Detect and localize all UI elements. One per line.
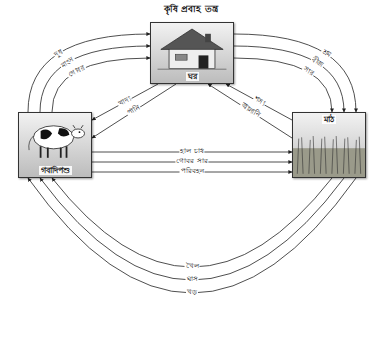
flow-label: পরিবহন [180,168,205,176]
node-label: ঘর [186,72,199,81]
flow-label: খৈল [185,263,200,271]
flow-label: মাংস [59,55,77,70]
flow-label: শ্রম [319,47,332,59]
flow-label: দুধ [52,48,65,60]
field-box: মাঠ [292,112,366,178]
flow-arrow [28,178,356,293]
flow-arrow [40,46,150,112]
flow-arrow [52,178,332,267]
node-label: মাঠ [322,115,336,124]
flow-arrow [92,84,176,138]
flow-label: হাল চাষ [179,148,204,156]
flow-label: খড় [186,289,198,297]
flow-label: পানি [126,104,143,119]
diagram-title: কৃষি প্রবাহ তন্ত্র [0,2,382,17]
node-label: গবাদিপশু [39,166,72,175]
flow-label: সার [300,65,315,78]
house-box: ঘর [150,22,234,84]
flow-arrow [234,46,344,112]
livestock-box: গবাদিপশু [18,112,92,178]
flow-arrow [40,178,344,280]
flow-arrow [28,34,150,112]
flow-label: ঘাস [186,276,199,284]
flow-label: বীজ [309,56,325,70]
flow-label: শস্য [251,96,266,109]
flow-arrow [208,84,292,138]
flow-label: গোবর সার [175,158,208,166]
flow-arrow [234,34,356,112]
